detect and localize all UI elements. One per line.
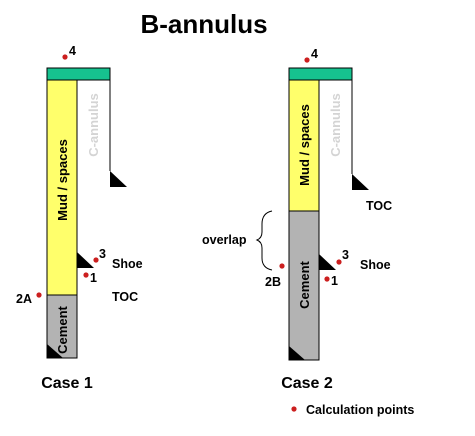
case2-bottom-shoe-triangle — [289, 346, 305, 360]
case1-point-3-label: 3 — [99, 247, 106, 261]
case2-point-3-label: 3 — [342, 248, 349, 262]
case2-point-1-label: 1 — [331, 274, 338, 288]
case1-cement-column — [46, 294, 78, 359]
case2-cement-column — [288, 210, 320, 361]
diagram-title: B-annulus — [140, 9, 267, 39]
case2-toc-label: TOC — [366, 199, 392, 213]
case2-point-2b-label: 2B — [265, 275, 281, 289]
case1-cement-label: Cement — [55, 305, 70, 353]
case1-toc-label: TOC — [112, 290, 138, 304]
legend: Calculation points — [291, 403, 414, 417]
case2-mud-label: Mud / spaces — [297, 104, 312, 186]
case1-mud-column — [46, 79, 78, 296]
case1-point-2a — [36, 292, 42, 298]
case1-shoe-label: Shoe — [112, 257, 143, 271]
case2-overlap-brace — [255, 210, 273, 271]
case1-inner-shoe-triangle — [77, 252, 94, 268]
case2-point-2b — [279, 263, 285, 269]
case1-mud-label: Mud / spaces — [55, 139, 70, 221]
case2-inner-shoe-triangle — [319, 254, 336, 270]
case2-c-annulus-label: C-annulus — [328, 93, 343, 157]
case2-point-1 — [324, 276, 330, 282]
case1-point-2a-label: 2A — [16, 292, 32, 306]
case2-point-3 — [336, 259, 342, 265]
case2-top-cap — [288, 67, 353, 81]
case2-cement-label: Cement — [297, 260, 312, 308]
legend-label: Calculation points — [306, 403, 414, 417]
case2-point-4-label: 4 — [311, 47, 318, 61]
case2-mud-column — [288, 79, 320, 212]
case-1-diagram: Mud / spaces Cement C-annulus Shoe TOC 4… — [16, 44, 143, 392]
case2-point-4 — [304, 57, 310, 63]
case1-bottom-shoe-triangle — [47, 344, 63, 358]
case1-outer-shoe-triangle — [110, 171, 127, 187]
case1-top-cap — [46, 67, 111, 81]
case1-point-1 — [83, 272, 89, 278]
case2-overlap-label: overlap — [202, 233, 247, 247]
case1-c-annulus-label: C-annulus — [86, 93, 101, 157]
legend-point-marker — [291, 406, 297, 412]
case1-point-4 — [62, 54, 68, 60]
case2-label: Case 2 — [281, 375, 333, 392]
case-2-diagram: Mud / spaces Cement C-annulus TOC Shoe o… — [202, 47, 392, 392]
case1-point-1-label: 1 — [90, 271, 97, 285]
case1-label: Case 1 — [41, 375, 93, 392]
case1-point-3 — [93, 257, 99, 263]
case2-shoe-label: Shoe — [360, 258, 391, 272]
case2-outer-shoe-triangle — [352, 174, 369, 190]
case1-point-4-label: 4 — [69, 44, 76, 58]
